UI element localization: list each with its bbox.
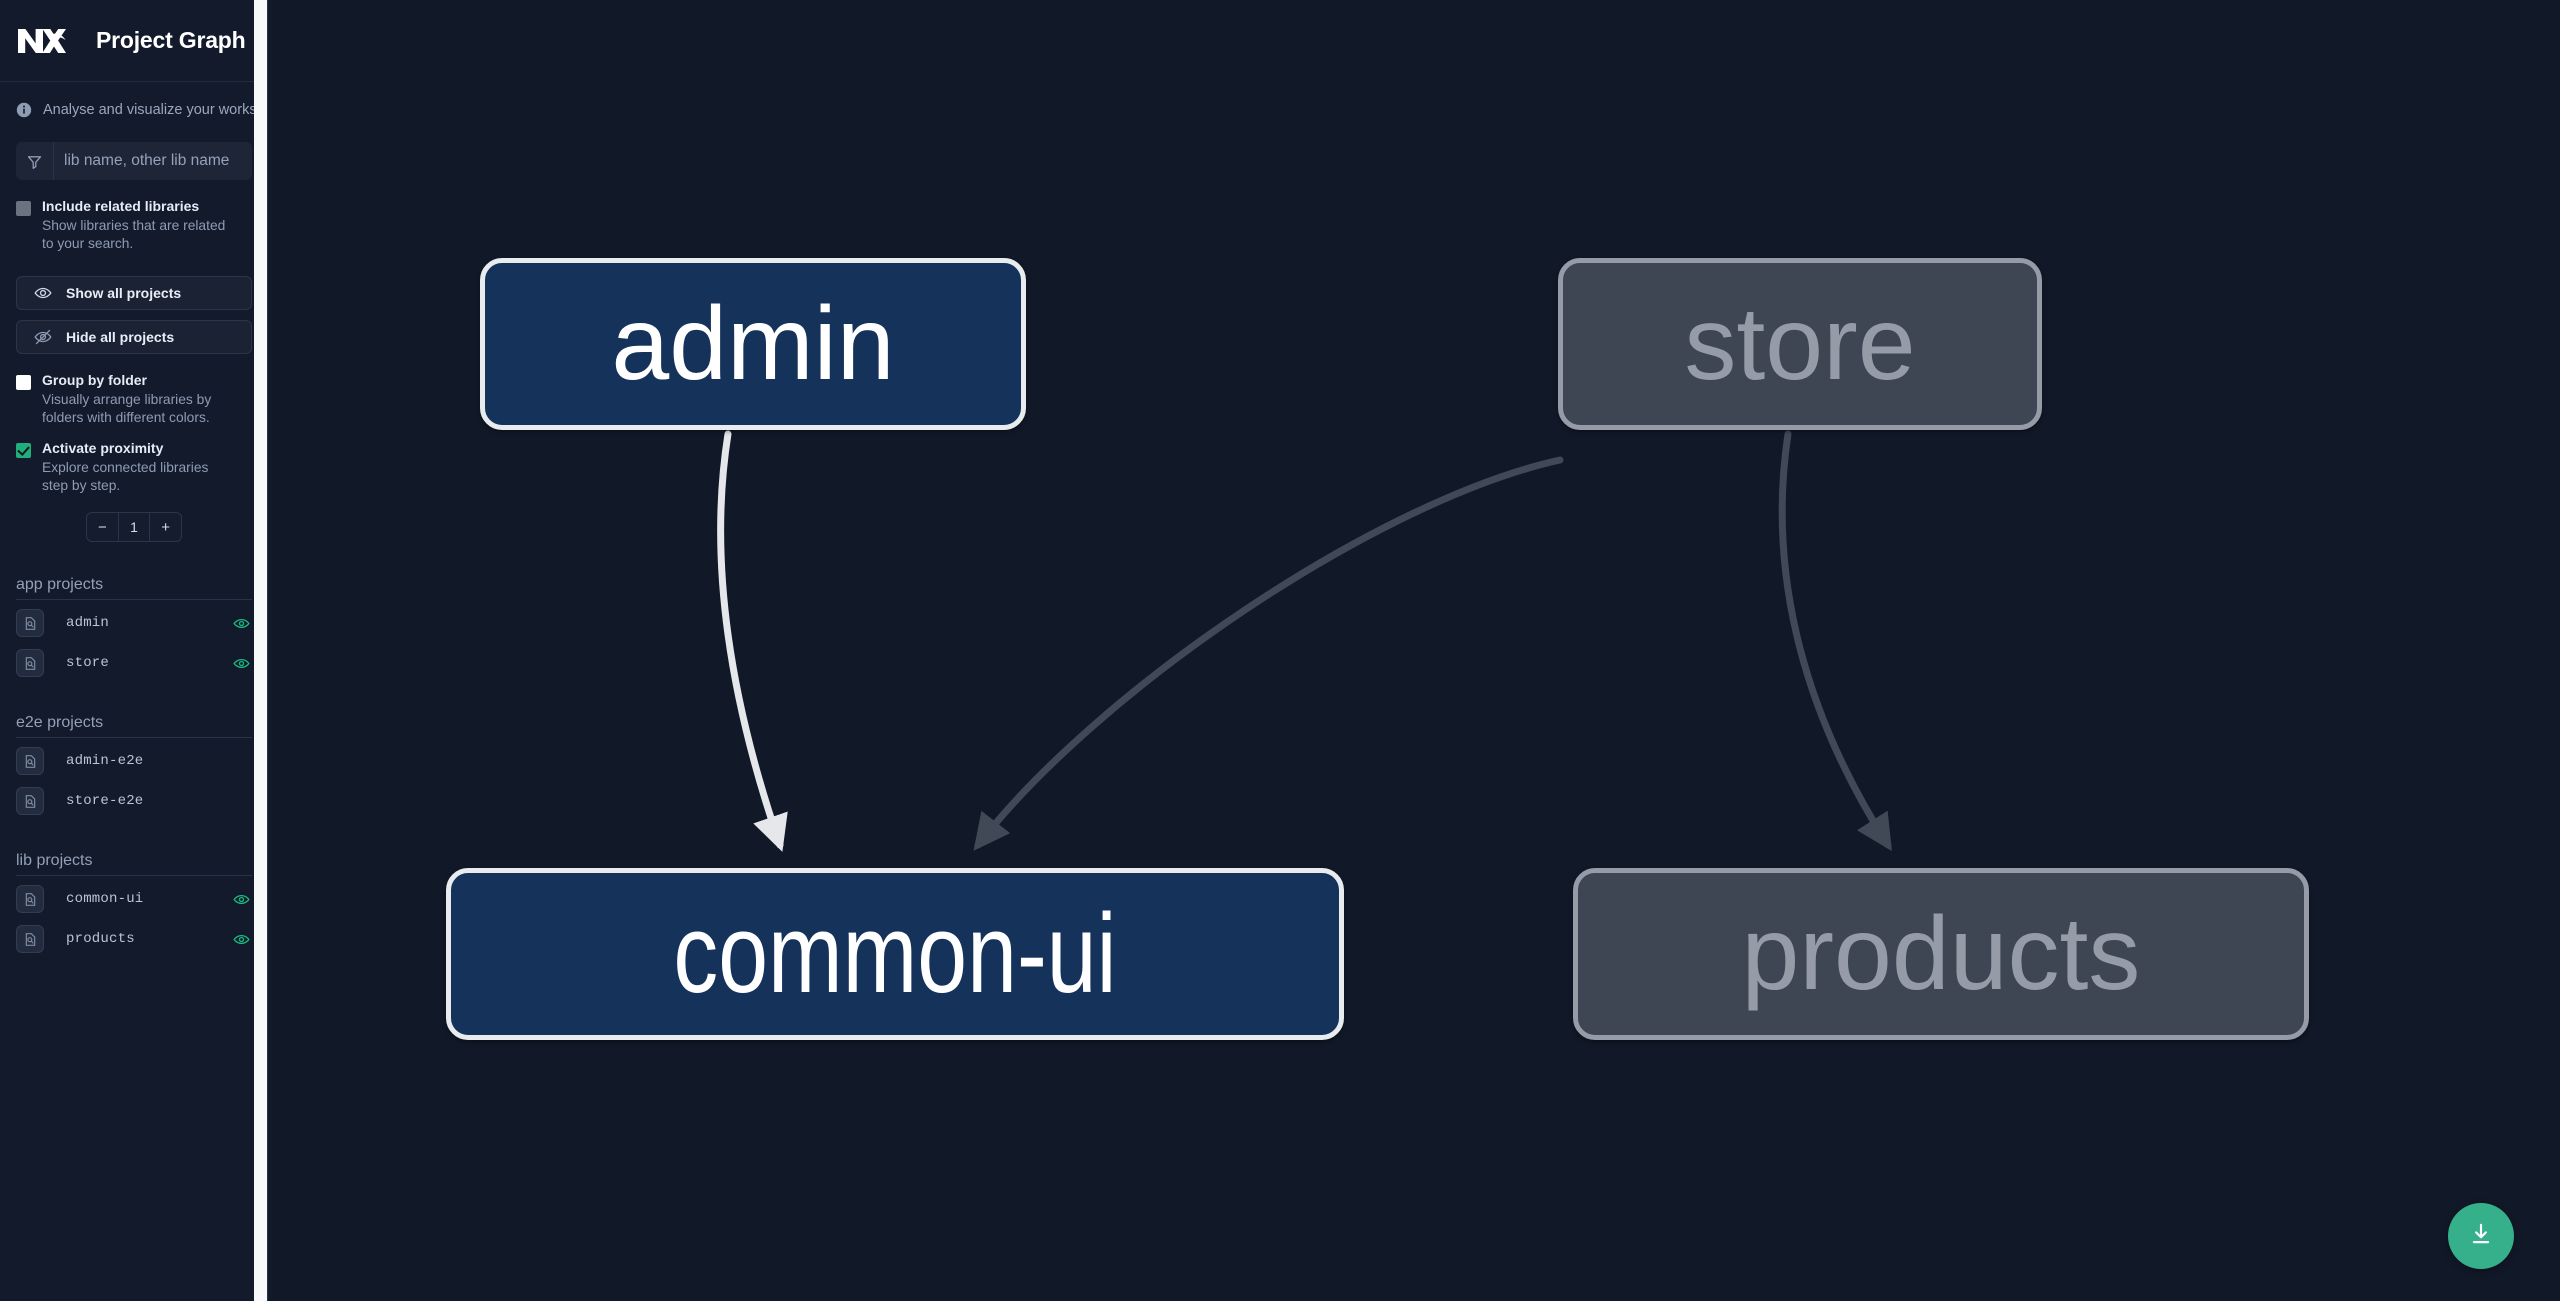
checkbox-include-related-libraries[interactable] bbox=[16, 201, 31, 216]
sidebar: Project Graph Analy bbox=[0, 0, 268, 1301]
graph-node-label: store bbox=[1684, 286, 1916, 402]
project-row-products[interactable]: products bbox=[16, 922, 252, 956]
info-icon bbox=[16, 102, 32, 118]
option-description: Visually arrange libraries by folders wi… bbox=[42, 392, 212, 425]
search-input[interactable] bbox=[54, 152, 252, 170]
project-file-icon bbox=[16, 609, 44, 637]
proximity-stepper[interactable]: − 1 + bbox=[86, 512, 182, 542]
sidebar-scrollbar[interactable] bbox=[254, 0, 268, 1301]
hide-all-projects-label: Hide all projects bbox=[66, 329, 175, 345]
group-e2e-projects: e2e projects admin-e2e bbox=[0, 714, 268, 818]
sidebar-divider bbox=[267, 0, 268, 1301]
edge-store-to-products bbox=[1778, 430, 1892, 852]
tagline-text: Analyse and visualize your workspace. bbox=[43, 102, 268, 118]
group-title: e2e projects bbox=[16, 714, 252, 738]
group-title: app projects bbox=[16, 576, 252, 600]
graph-canvas[interactable]: admin store common-ui products bbox=[268, 0, 2560, 1301]
checkbox-activate-proximity[interactable] bbox=[16, 443, 31, 458]
project-file-icon bbox=[16, 787, 44, 815]
filter-icon bbox=[16, 142, 54, 180]
search-field[interactable] bbox=[16, 142, 252, 180]
graph-node-store[interactable]: store bbox=[1558, 258, 2042, 430]
sidebar-header: Project Graph bbox=[0, 0, 268, 82]
download-image-button[interactable] bbox=[2448, 1203, 2514, 1269]
group-title: lib projects bbox=[16, 852, 252, 876]
proximity-increment-button[interactable]: + bbox=[161, 518, 171, 536]
project-row-admin-e2e[interactable]: admin-e2e bbox=[16, 744, 252, 778]
project-name: admin-e2e bbox=[66, 753, 144, 769]
project-visibility-eye-icon[interactable] bbox=[233, 655, 250, 672]
option-label: Activate proximity bbox=[42, 440, 164, 456]
graph-node-admin[interactable]: admin bbox=[480, 258, 1026, 430]
project-visibility-eye-icon[interactable] bbox=[233, 615, 250, 632]
project-file-icon bbox=[16, 925, 44, 953]
group-lib-projects: lib projects common-ui bbox=[0, 852, 268, 956]
show-all-projects-label: Show all projects bbox=[66, 285, 182, 301]
graph-edges bbox=[717, 430, 1892, 852]
checkbox-group-by-folder[interactable] bbox=[16, 375, 31, 390]
project-visibility-eye-icon[interactable] bbox=[233, 891, 250, 908]
project-name: products bbox=[66, 931, 135, 947]
option-description: Explore connected libraries step by step… bbox=[42, 460, 209, 493]
hide-all-projects-button[interactable]: Hide all projects bbox=[16, 320, 252, 354]
project-name: admin bbox=[66, 615, 110, 631]
sidebar-scroll-area[interactable]: Project Graph Analy bbox=[0, 0, 268, 1301]
project-name: common-ui bbox=[66, 891, 144, 907]
option-group-by-folder[interactable]: Group by folder Visually arrange librari… bbox=[0, 372, 268, 426]
project-file-icon bbox=[16, 885, 44, 913]
nx-logo-icon bbox=[14, 19, 66, 63]
option-include-related-libraries[interactable]: Include related libraries Show libraries… bbox=[0, 198, 268, 252]
eye-off-icon bbox=[34, 328, 52, 346]
eye-icon bbox=[34, 284, 52, 302]
project-row-common-ui[interactable]: common-ui bbox=[16, 882, 252, 916]
project-visibility-eye-icon[interactable] bbox=[233, 931, 250, 948]
proximity-decrement-button[interactable]: − bbox=[97, 518, 107, 536]
option-activate-proximity[interactable]: Activate proximity Explore connected lib… bbox=[0, 440, 268, 494]
proximity-value: 1 bbox=[117, 513, 151, 541]
download-icon bbox=[2468, 1221, 2494, 1252]
project-file-icon bbox=[16, 649, 44, 677]
project-name: store-e2e bbox=[66, 793, 144, 809]
project-name: store bbox=[66, 655, 110, 671]
project-row-admin[interactable]: admin bbox=[16, 606, 252, 640]
project-file-icon bbox=[16, 747, 44, 775]
project-row-store[interactable]: store bbox=[16, 646, 252, 680]
show-all-projects-button[interactable]: Show all projects bbox=[16, 276, 252, 310]
edge-store-to-common-ui bbox=[973, 456, 1564, 851]
graph-node-label: admin bbox=[611, 286, 895, 402]
graph-node-label: products bbox=[1741, 896, 2141, 1012]
tagline-row: Analyse and visualize your workspace. bbox=[0, 82, 268, 118]
project-row-store-e2e[interactable]: store-e2e bbox=[16, 784, 252, 818]
graph-node-products[interactable]: products bbox=[1573, 868, 2309, 1040]
graph-node-common-ui[interactable]: common-ui bbox=[446, 868, 1344, 1040]
page-title: Project Graph bbox=[96, 27, 246, 53]
option-label: Include related libraries bbox=[42, 198, 200, 214]
group-app-projects: app projects admin bbox=[0, 576, 268, 680]
graph-node-label: common-ui bbox=[673, 891, 1117, 1016]
option-description: Show libraries that are related to your … bbox=[42, 218, 226, 251]
edge-admin-to-common-ui bbox=[717, 430, 788, 852]
option-label: Group by folder bbox=[42, 372, 147, 388]
